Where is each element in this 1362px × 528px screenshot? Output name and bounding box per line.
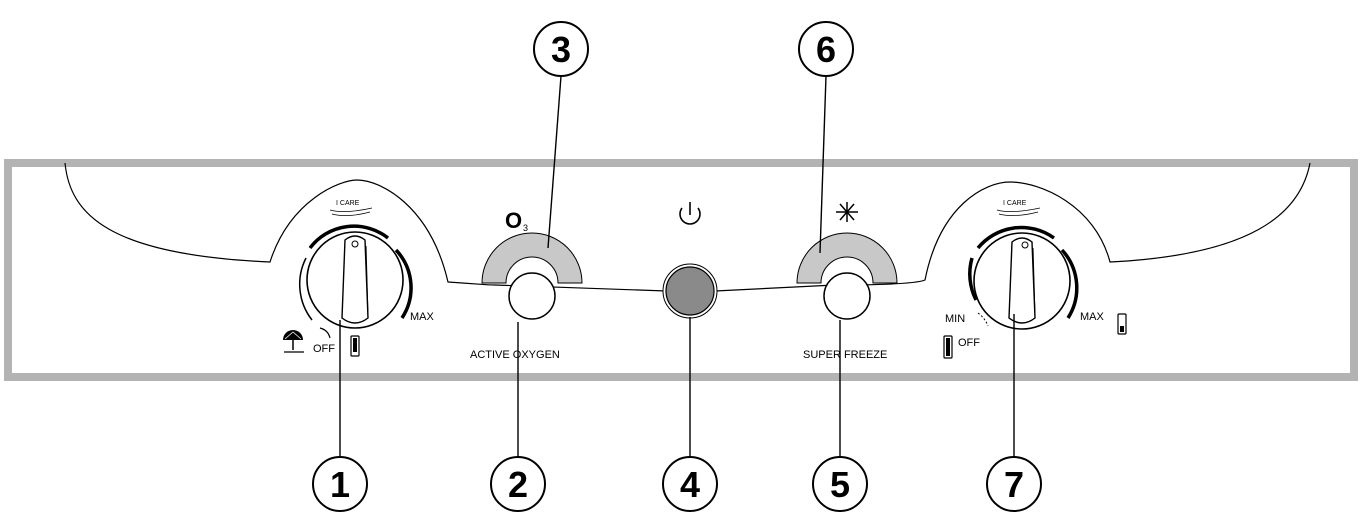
panel-frame	[4, 159, 1358, 381]
callout-3: 3	[533, 21, 589, 77]
left-care-label: I CARE	[336, 200, 360, 207]
right-min-tick	[977, 312, 989, 327]
right-off-freezer-icon	[943, 335, 953, 359]
super-freeze-button[interactable]	[823, 272, 871, 320]
left-care-icon	[329, 207, 373, 212]
power-icon	[679, 202, 701, 225]
callout-6-number: 6	[816, 29, 836, 70]
left-knob-scale-top	[308, 224, 390, 250]
callout-3-number: 3	[551, 29, 571, 70]
power-control[interactable]	[662, 263, 718, 319]
left-max-label: MAX	[410, 311, 435, 323]
callout-6: 6	[798, 21, 854, 77]
active-oxygen-label: ACTIVE OXYGEN	[470, 349, 560, 361]
left-knob-grip	[341, 235, 369, 324]
leader-lines	[339, 75, 1015, 457]
callout-4: 4	[662, 456, 718, 512]
right-max-label: MAX	[1080, 311, 1105, 323]
leader-line-3	[547, 75, 562, 249]
callout-7-number: 7	[1004, 464, 1024, 505]
right-knob-scale-top	[976, 225, 1056, 250]
left-knob-scale-max	[394, 248, 413, 319]
callout-2: 2	[490, 456, 546, 512]
left-fridge-icon	[350, 335, 360, 357]
right-care-icon	[996, 207, 1041, 212]
callout-4-number: 4	[680, 464, 700, 505]
left-knob-indicator	[351, 240, 359, 248]
callout-2-number: 2	[508, 464, 528, 505]
callout-1-number: 1	[330, 464, 350, 505]
snowflake-icon	[836, 202, 858, 222]
vacation-umbrella-icon	[283, 330, 304, 353]
right-knob-scale-max	[1060, 248, 1079, 319]
leader-line-6	[819, 75, 827, 254]
right-knob-scale-min	[968, 257, 978, 301]
active-oxygen-control[interactable]	[481, 232, 583, 320]
right-max-freezer-icon	[1117, 313, 1127, 335]
ozone-symbol: O	[505, 208, 522, 233]
right-knob-indicator	[1021, 241, 1029, 249]
left-thermostat-knob[interactable]	[299, 224, 413, 329]
left-off-label: OFF	[313, 343, 335, 355]
right-thermostat-knob[interactable]	[968, 225, 1079, 330]
right-off-label: OFF	[958, 337, 980, 349]
callout-5: 5	[812, 456, 868, 512]
ozone-subscript: 3	[523, 223, 528, 233]
left-knob-scale-low	[299, 257, 313, 321]
super-freeze-label: SUPER FREEZE	[803, 349, 887, 361]
left-off-tick	[319, 327, 331, 339]
power-button[interactable]	[665, 266, 715, 316]
super-freeze-indicator-arc	[796, 232, 898, 284]
right-care-label: I CARE	[1003, 200, 1027, 207]
callout-5-number: 5	[830, 464, 850, 505]
active-oxygen-button[interactable]	[508, 272, 556, 320]
right-min-label: MIN	[945, 313, 965, 325]
right-knob-grip	[1008, 237, 1036, 324]
active-oxygen-indicator-arc	[481, 232, 583, 284]
callout-1: 1	[312, 456, 368, 512]
callout-7: 7	[986, 456, 1042, 512]
super-freeze-control[interactable]	[796, 232, 898, 320]
